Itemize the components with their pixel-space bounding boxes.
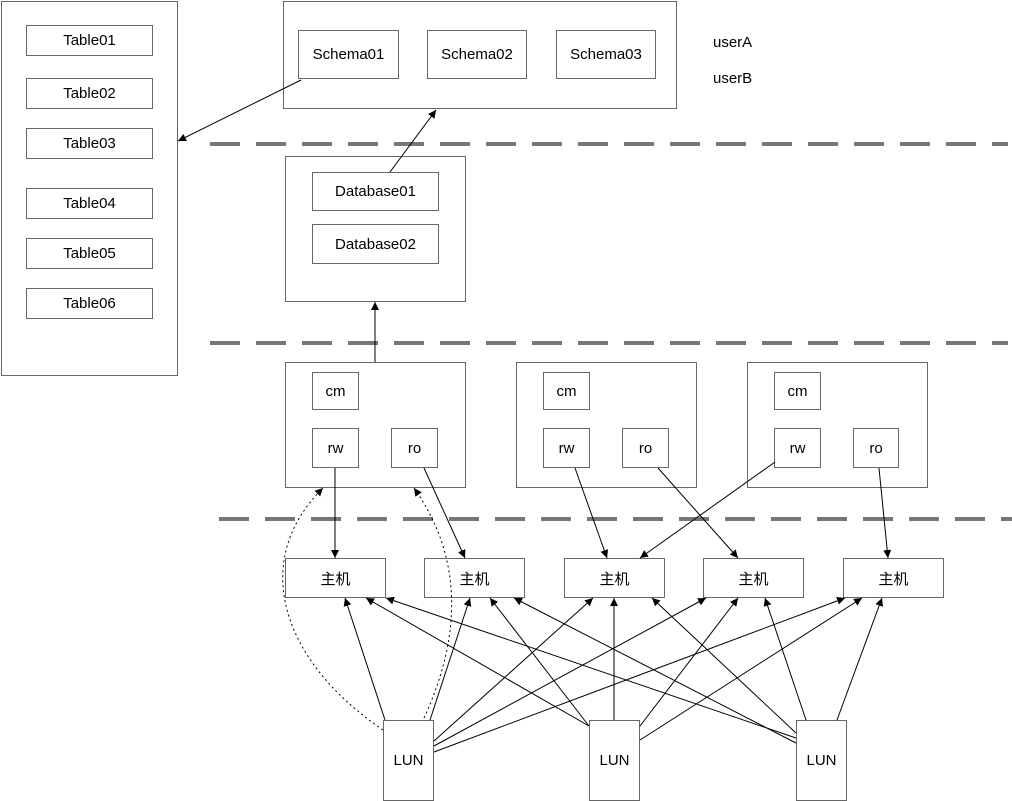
schema-box-1: Schema01	[298, 30, 399, 79]
arrow-lun1-to-host2	[429, 597, 472, 721]
arrow-lun1-to-host1	[343, 597, 386, 721]
arrow-lun2-to-host1	[365, 597, 590, 727]
node-3-ro: ro	[853, 428, 899, 468]
table-box-1: Table01	[26, 25, 153, 56]
lun-box-2: LUN	[589, 720, 640, 801]
table-box-2: Table02	[26, 78, 153, 109]
user-label-a: userA	[713, 34, 753, 51]
arrow-schema-to-tables	[177, 79, 302, 142]
arrow-lun2-to-host2	[489, 597, 590, 727]
arrow-lun3-to-host1	[385, 596, 797, 739]
host-box-2: 主机	[424, 558, 525, 598]
table-box-5: Table05	[26, 238, 153, 269]
arrow-lun2-to-host5	[639, 597, 863, 741]
arrow-lun3-to-host2	[513, 597, 797, 744]
node-3-rw: rw	[774, 428, 821, 468]
dotted-lun-to-rw	[282, 487, 384, 731]
arrow-lun1-to-host3	[433, 597, 594, 742]
table-box-4: Table04	[26, 188, 153, 219]
arrow-node3-rw-to-host3	[639, 461, 776, 559]
schema-box-2: Schema02	[427, 30, 527, 79]
host-box-4: 主机	[703, 558, 804, 598]
arrow-lun1-to-host5	[433, 597, 846, 753]
arrow-lun3-to-host3	[651, 597, 797, 734]
node-1-ro: ro	[391, 428, 438, 468]
database-box-1: Database01	[312, 172, 439, 211]
host-box-3: 主机	[564, 558, 665, 598]
schema-box-3: Schema03	[556, 30, 656, 79]
host-box-1: 主机	[285, 558, 386, 598]
user-label-b: userB	[713, 70, 753, 87]
arrow-node1-ro-to-host2	[423, 467, 466, 559]
lun-box-1: LUN	[383, 720, 434, 801]
arrow-lun2-to-host4	[639, 597, 739, 727]
node-2-ro: ro	[622, 428, 669, 468]
arrow-database-to-schema	[389, 109, 437, 173]
node-1-rw: rw	[312, 428, 359, 468]
arrow-lun3-to-host4	[763, 597, 807, 721]
database-box-2: Database02	[312, 224, 439, 264]
arrow-node3-ro-to-host5	[878, 467, 892, 559]
arrow-lun3-to-host5	[836, 597, 883, 721]
node-2-cm: cm	[543, 372, 590, 410]
dotted-lun-to-ro	[413, 487, 453, 719]
table-box-3: Table03	[26, 128, 153, 159]
arrow-lun1-to-host4	[433, 597, 707, 747]
node-3-cm: cm	[774, 372, 821, 410]
node-2-rw: rw	[543, 428, 590, 468]
host-box-5: 主机	[843, 558, 944, 598]
table-box-6: Table06	[26, 288, 153, 319]
node-1-cm: cm	[312, 372, 359, 410]
arrow-node2-rw-to-host3	[574, 467, 609, 559]
arrow-node2-ro-to-host4	[657, 467, 739, 559]
